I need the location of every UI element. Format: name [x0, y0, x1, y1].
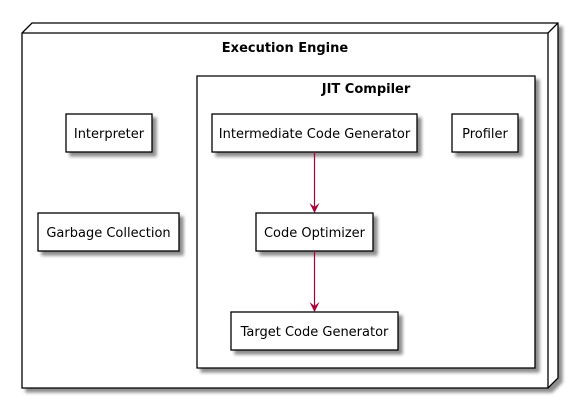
garbage-collection-label: Garbage Collection — [46, 226, 170, 241]
execution-engine-title: Execution Engine — [222, 41, 349, 56]
intermediate-code-generator-label: Intermediate Code Generator — [219, 127, 411, 142]
target-code-generator-component: Target Code Generator — [230, 311, 399, 351]
intermediate-code-generator-component: Intermediate Code Generator — [211, 113, 418, 153]
code-optimizer-label: Code Optimizer — [264, 226, 366, 241]
interpreter-label: Interpreter — [74, 127, 145, 142]
code-optimizer-component: Code Optimizer — [255, 212, 374, 252]
profiler-label: Profiler — [462, 127, 508, 142]
profiler-component: Profiler — [451, 113, 519, 153]
jit-compiler-title: JIT Compiler — [321, 82, 411, 97]
target-code-generator-label: Target Code Generator — [240, 325, 389, 340]
garbage-collection-component: Garbage Collection — [37, 212, 180, 252]
interpreter-component: Interpreter — [65, 113, 153, 153]
